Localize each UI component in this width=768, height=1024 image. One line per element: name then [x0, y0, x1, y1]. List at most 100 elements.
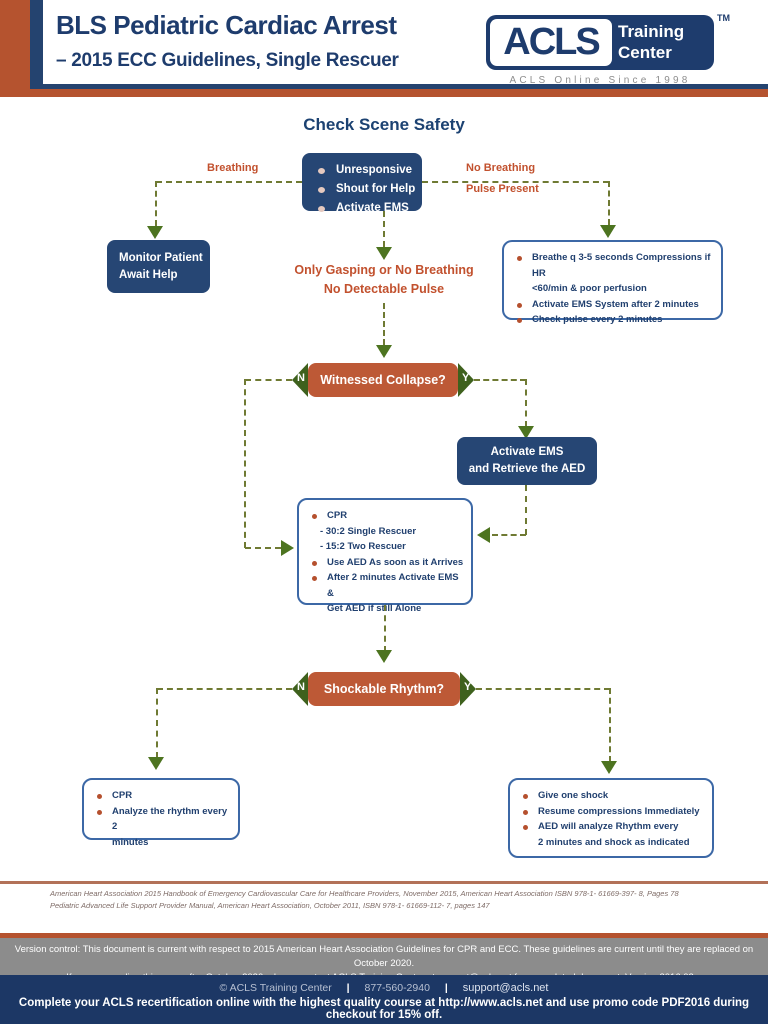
bullet-icon: [312, 576, 317, 581]
list-item: Activate EMS: [314, 199, 422, 218]
list-item: Shout for Help: [314, 180, 422, 199]
yes-triangle-icon: [460, 672, 476, 706]
connector-line: [492, 534, 526, 536]
connector-line: [156, 688, 158, 758]
breathe-list: Breathe q 3-5 seconds Compressions if HR…: [504, 242, 721, 328]
connector-line: [474, 379, 526, 381]
witnessed-collapse-decision: Witnessed Collapse?: [308, 363, 458, 397]
yes-label: Y: [464, 681, 472, 693]
cpr-list: CPR - 30:2 Single Rescuer - 15:2 Two Res…: [299, 500, 471, 617]
connector-line: [525, 379, 527, 427]
connector-line: [384, 605, 386, 652]
shock-list: Give one shock Resume compressions Immed…: [510, 780, 712, 850]
bullet-icon: [517, 318, 522, 323]
logo-tagline: ACLS Online Since 1998: [509, 75, 691, 86]
bullet-icon: [312, 560, 317, 566]
connector-line: [244, 379, 246, 548]
bullet-icon: [523, 794, 528, 799]
reference-line: American Heart Association 2015 Handbook…: [50, 889, 679, 898]
yes-label: Y: [462, 372, 470, 384]
no-breathing-label: No Breathing Pulse Present: [466, 162, 539, 195]
bullet-icon: [312, 514, 317, 519]
header-rust-bar: [0, 0, 30, 89]
no-triangle-icon: [292, 672, 308, 706]
breathing-label: Breathing: [207, 162, 259, 174]
bullet-icon: [523, 809, 528, 815]
promo-text: Complete your ACLS recertification onlin…: [18, 997, 750, 1021]
start-box: Unresponsive Shout for Help Activate EMS: [302, 153, 422, 214]
list-item: Activate EMS System after 2 minutes: [512, 297, 715, 313]
connector-line: [383, 211, 385, 247]
list-item: Analyze the rhythm every 2 minutes: [92, 804, 232, 851]
start-box-list: Unresponsive Shout for Help Activate EMS: [302, 153, 422, 218]
connector-line: [608, 181, 610, 225]
list-item: CPR: [307, 508, 465, 524]
phone-number[interactable]: 877-560-2940: [364, 982, 430, 994]
connector-line: [609, 688, 611, 762]
connector-line: [157, 688, 292, 690]
give-shock-box: Give one shock Resume compressions Immed…: [508, 778, 714, 858]
page-subtitle: – 2015 ECC Guidelines, Single Rescuer: [56, 50, 399, 71]
gasping-label: Only Gasping or No Breathing No Detectab…: [294, 263, 474, 296]
arrow-right-icon: [281, 540, 294, 556]
cpr-instructions-box: CPR - 30:2 Single Rescuer - 15:2 Two Res…: [297, 498, 473, 614]
arrow-down-icon: [600, 225, 616, 238]
shockable-rhythm-decision: Shockable Rhythm?: [308, 672, 460, 706]
connector-line: [476, 688, 610, 690]
footer-rust-line: [0, 933, 768, 938]
header-rust-strip: [0, 89, 768, 97]
no-triangle-icon: [292, 363, 308, 397]
logo-training-center-text: Training Center: [618, 22, 685, 62]
separator: |: [444, 982, 448, 994]
connector-line: [156, 181, 302, 183]
connector-line: [422, 181, 609, 183]
list-item: - 30:2 Single Rescuer: [320, 525, 417, 537]
list-item: Breathe q 3-5 seconds Compressions if HR…: [512, 250, 715, 297]
arrow-down-icon: [601, 761, 617, 774]
yes-triangle-icon: [458, 363, 474, 397]
reference-line: Pediatric Advanced Life Support Provider…: [50, 901, 490, 910]
list-item: - 15:2 Two Rescuer: [320, 541, 406, 552]
scene-safety-title: Check Scene Safety: [303, 115, 465, 134]
no-label: N: [297, 681, 305, 693]
connector-line: [525, 485, 527, 535]
list-item: Unresponsive: [314, 161, 422, 180]
connector-line: [383, 303, 385, 345]
list-item: Use AED As soon as it Arrives: [307, 555, 465, 571]
page-title: BLS Pediatric Cardiac Arrest: [56, 10, 397, 40]
arrow-down-icon: [147, 226, 163, 239]
arrow-down-icon: [376, 247, 392, 260]
acls-training-center-logo: ACLS Training Center: [486, 15, 714, 70]
bullet-icon: [318, 187, 325, 193]
references: American Heart Association 2015 Handbook…: [50, 888, 679, 912]
monitor-patient-box: Monitor Patient Await Help: [107, 240, 210, 293]
arrow-left-icon: [477, 527, 490, 543]
bullet-icon: [318, 168, 325, 174]
bullet-icon: [523, 825, 528, 830]
connector-line: [155, 181, 157, 226]
footer-bar: © ACLS Training Center | 877-560-2940 | …: [0, 975, 768, 1024]
arrow-down-icon: [376, 650, 392, 663]
bullet-icon: [97, 794, 102, 799]
header-divider: [30, 84, 768, 89]
version-control-bar: Version control: This document is curren…: [0, 938, 768, 983]
reference-divider: [0, 881, 768, 884]
no-label: N: [297, 372, 305, 384]
breathe-instructions-box: Breathe q 3-5 seconds Compressions if HR…: [502, 240, 723, 325]
bullet-icon: [517, 256, 522, 261]
footer-contact-line: © ACLS Training Center | 877-560-2940 | …: [0, 982, 768, 994]
arrow-down-icon: [148, 757, 164, 770]
arrow-down-icon: [376, 345, 392, 358]
support-email-link[interactable]: support@acls.net: [462, 982, 549, 994]
activate-ems-box: Activate EMS and Retrieve the AED: [457, 437, 597, 485]
logo-acls-text: ACLS: [503, 21, 600, 63]
logo-acls-badge: ACLS: [490, 19, 612, 66]
connector-line: [245, 547, 281, 549]
list-item: Give one shock: [518, 788, 706, 804]
bullet-icon: [318, 206, 325, 212]
header-navy-bar: [30, 0, 43, 84]
list-item: CPR: [92, 788, 232, 804]
list-item: Resume compressions Immediately: [518, 804, 706, 820]
copyright-text: © ACLS Training Center: [219, 982, 332, 994]
